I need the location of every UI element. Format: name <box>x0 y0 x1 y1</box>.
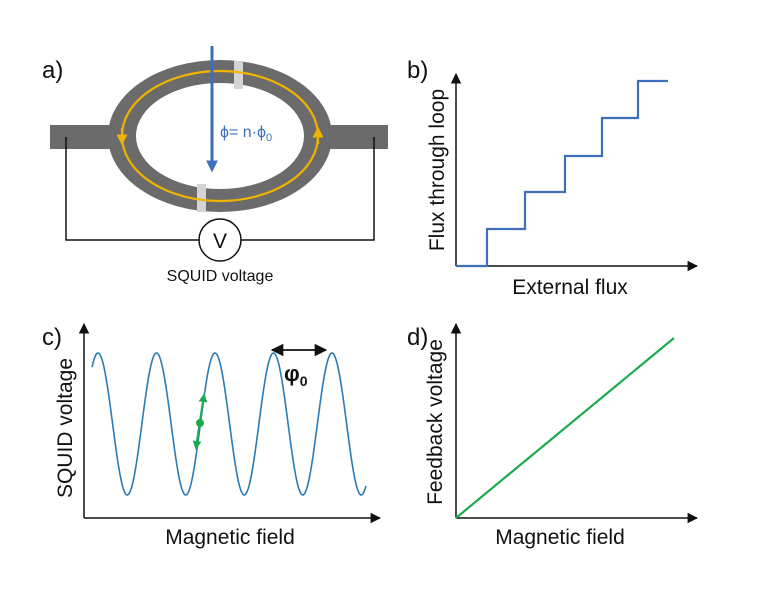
measurement-wire <box>65 137 199 241</box>
feedback-linear-line <box>455 337 675 519</box>
panel-c-label: c) <box>42 324 62 351</box>
josephson-junction-bottom <box>197 184 206 212</box>
flux-quantum-label: φ0 <box>284 361 308 389</box>
squid-voltage-caption: SQUID voltage <box>167 268 274 285</box>
panel-c: c) φ0 Magnetic field SQUID voltage <box>42 322 382 549</box>
working-point-dot <box>196 419 204 427</box>
panel-a: a) ϕ= n·ϕ0 V SQUID voltage <box>42 46 388 285</box>
panel-d: d) Magnetic field Feedback voltage <box>407 322 699 549</box>
panel-b: b) External flux Flux through loop <box>407 57 699 299</box>
voltmeter-symbol: V <box>213 230 227 253</box>
panel-c-x-label: Magnetic field <box>165 526 295 549</box>
panel-b-x-label: External flux <box>512 276 628 299</box>
right-lead <box>322 125 388 149</box>
voltmeter-icon <box>198 218 242 262</box>
panel-b-label: b) <box>407 57 428 84</box>
panel-c-y-label: SQUID voltage <box>54 358 77 498</box>
panel-b-y-label: Flux through loop <box>426 89 449 251</box>
flux-quantization-label: ϕ= n·ϕ0 <box>220 124 272 144</box>
squid-voltage-oscillation <box>91 352 367 496</box>
panel-d-y-label: Feedback voltage <box>424 339 447 505</box>
panel-d-x-label: Magnetic field <box>495 526 625 549</box>
measurement-wire-right <box>241 137 375 241</box>
panel-a-label: a) <box>42 57 63 84</box>
josephson-junction-top <box>234 61 243 89</box>
panel-d-label: d) <box>407 324 428 351</box>
ring-hole <box>136 83 304 189</box>
flux-staircase <box>456 79 668 268</box>
